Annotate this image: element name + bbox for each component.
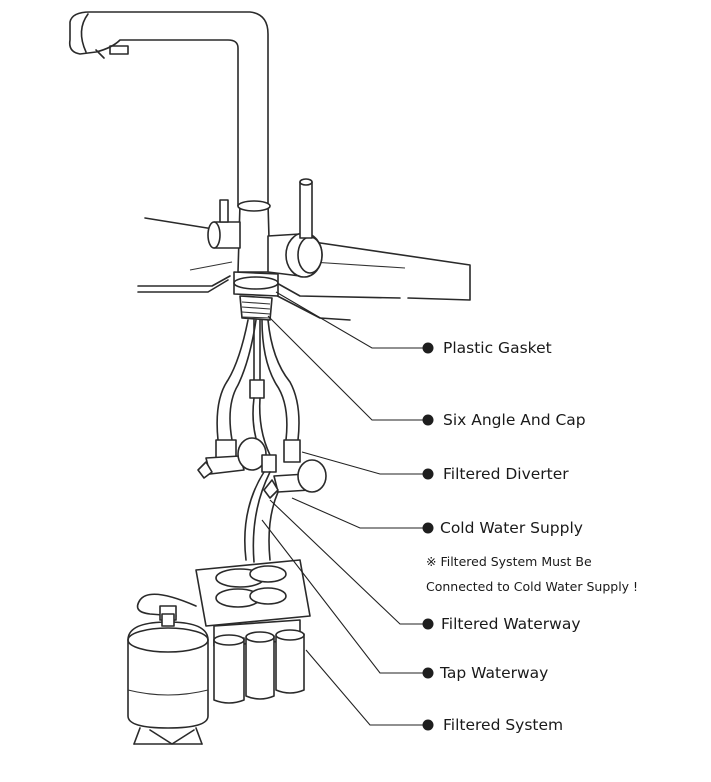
filtered-system-label: Filtered System (443, 716, 563, 734)
tap-waterway-marker (422, 667, 434, 679)
warning-note-line1: ※ Filtered System Must Be (426, 554, 592, 569)
faucet-spout (68, 11, 269, 207)
filtered-diverter-label: Filtered Diverter (443, 465, 569, 483)
filtered-system-marker (422, 719, 434, 731)
cold-water-supply-marker (422, 522, 434, 534)
warning-note-line2: Connected to Cold Water Supply ! (426, 579, 638, 594)
filtered-waterway-label: Filtered Waterway (441, 615, 581, 633)
six-angle-cap-label: Six Angle And Cap (443, 411, 586, 429)
filtered-waterway-marker (422, 618, 434, 630)
faucet-body (207, 178, 323, 321)
plastic-gasket-label: Plastic Gasket (443, 339, 552, 357)
waterway-tubes (244, 471, 279, 563)
supply-hoses (216, 319, 300, 456)
plastic-gasket-marker (422, 342, 434, 354)
storage-tank (127, 613, 209, 745)
filtration-system (136, 559, 311, 704)
six-angle-cap-marker (422, 414, 434, 426)
angle-valves (197, 437, 327, 499)
cold-water-supply-label: Cold Water Supply (440, 519, 583, 537)
tap-waterway-label: Tap Waterway (439, 664, 548, 682)
leader-lines (261, 291, 426, 726)
filtered-diverter-marker (422, 468, 434, 480)
